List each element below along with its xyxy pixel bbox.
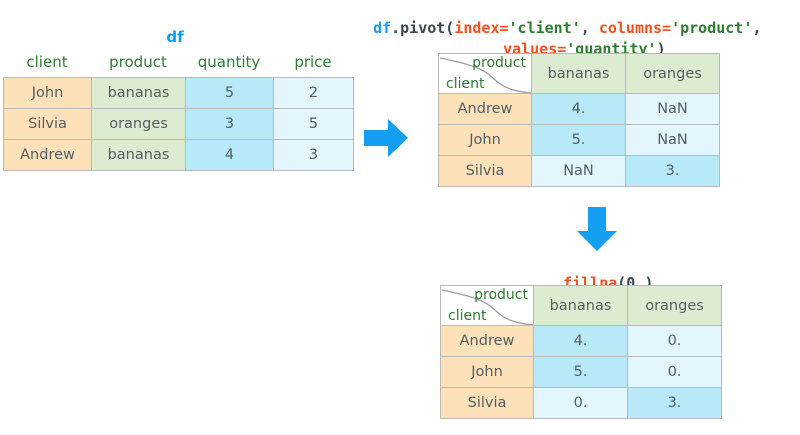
- table-row: John bananas 5 2: [3, 77, 354, 109]
- pivot-corner-bottom-label: client: [446, 76, 485, 92]
- filled-header-row: product client bananas oranges: [440, 285, 722, 326]
- table-row: Andrew 4. NaN: [438, 93, 720, 125]
- pivot-row-index: Andrew: [438, 93, 532, 125]
- source-cell-quantity: 5: [185, 77, 274, 109]
- pivot-header-row: product client bananas oranges: [438, 53, 720, 94]
- code-token-columns-kw: columns=: [598, 19, 672, 37]
- filled-row-index: John: [440, 356, 534, 388]
- source-cell-client: Andrew: [3, 139, 92, 171]
- source-col-header-quantity: quantity: [197, 53, 261, 71]
- source-cell-quantity: 3: [185, 108, 274, 140]
- filled-corner-cell: product client: [440, 285, 534, 326]
- pivot-corner-top-label: product: [472, 55, 526, 71]
- source-table-header-row: client product quantity price: [3, 53, 354, 71]
- source-table: John bananas 5 2 Silvia oranges 3 5 Andr…: [3, 77, 354, 171]
- code-token-comma2: ,: [752, 19, 762, 37]
- pivot-col-header-bananas: bananas: [531, 53, 626, 94]
- source-cell-quantity: 4: [185, 139, 274, 171]
- pivot-corner-cell: product client: [438, 53, 532, 94]
- code-token-pivot: .pivot(: [391, 19, 455, 37]
- source-cell-price: 3: [273, 139, 354, 171]
- table-row: Silvia 0. 3.: [440, 387, 722, 419]
- filled-corner-top-label: product: [474, 287, 528, 303]
- pivot-cell-nan: NaN: [531, 155, 626, 187]
- code-token-df: df: [373, 19, 392, 37]
- source-col-header-price: price: [294, 53, 332, 71]
- pivot-cell-nan: NaN: [625, 124, 720, 156]
- pivot-cell-value: 4.: [531, 93, 626, 125]
- table-row: Andrew 4. 0.: [440, 325, 722, 357]
- filled-col-header-bananas: bananas: [533, 285, 628, 326]
- pivot-row-index: John: [438, 124, 532, 156]
- filled-cell-filled: 0.: [627, 356, 722, 388]
- arrow-down-icon: [575, 205, 619, 257]
- source-table-wrapper: client product quantity price John banan…: [3, 53, 354, 171]
- table-row: Andrew bananas 4 3: [3, 139, 354, 171]
- source-col-header-client: client: [26, 53, 68, 71]
- table-row: John 5. NaN: [438, 124, 720, 156]
- arrow-right-icon: [362, 117, 410, 163]
- table-row: John 5. 0.: [440, 356, 722, 388]
- filled-cell-value: 4.: [533, 325, 628, 357]
- pivot-table: product client bananas oranges Andrew 4.…: [438, 53, 720, 187]
- pivot-col-header-oranges: oranges: [625, 53, 720, 94]
- source-cell-price: 5: [273, 108, 354, 140]
- source-col-header-product: product: [109, 53, 167, 71]
- corner-divider-icon: [441, 289, 533, 325]
- source-cell-price: 2: [273, 77, 354, 109]
- source-cell-product: bananas: [91, 77, 186, 109]
- filled-cell-value: 3.: [627, 387, 722, 419]
- corner-divider-icon: [439, 57, 531, 93]
- pivot-cell-value: 3.: [625, 155, 720, 187]
- source-cell-product: bananas: [91, 139, 186, 171]
- pivot-row-index: Silvia: [438, 155, 532, 187]
- table-row: Silvia oranges 3 5: [3, 108, 354, 140]
- pivot-code-line1: df.pivot(index='client', columns='produc…: [355, 1, 761, 37]
- code-token-close-paren: ): [656, 40, 666, 58]
- filled-cell-filled: 0.: [533, 387, 628, 419]
- filled-table: product client bananas oranges Andrew 4.…: [440, 285, 722, 419]
- table-row: Silvia NaN 3.: [438, 155, 720, 187]
- filled-cell-filled: 0.: [627, 325, 722, 357]
- filled-cell-value: 5.: [533, 356, 628, 388]
- source-cell-client: John: [3, 77, 92, 109]
- code-token-product-str: 'product': [671, 19, 753, 37]
- filled-corner-bottom-label: client: [448, 308, 487, 324]
- source-cell-product: oranges: [91, 108, 186, 140]
- code-token-client-str: 'client': [508, 19, 581, 37]
- filled-row-index: Silvia: [440, 387, 534, 419]
- code-token-comma1: ,: [580, 19, 599, 37]
- pivot-cell-nan: NaN: [625, 93, 720, 125]
- filled-row-index: Andrew: [440, 325, 534, 357]
- code-token-index-kw: index=: [454, 19, 509, 37]
- filled-col-header-oranges: oranges: [627, 285, 722, 326]
- df-label: df: [166, 28, 184, 46]
- source-cell-client: Silvia: [3, 108, 92, 140]
- pivot-cell-value: 5.: [531, 124, 626, 156]
